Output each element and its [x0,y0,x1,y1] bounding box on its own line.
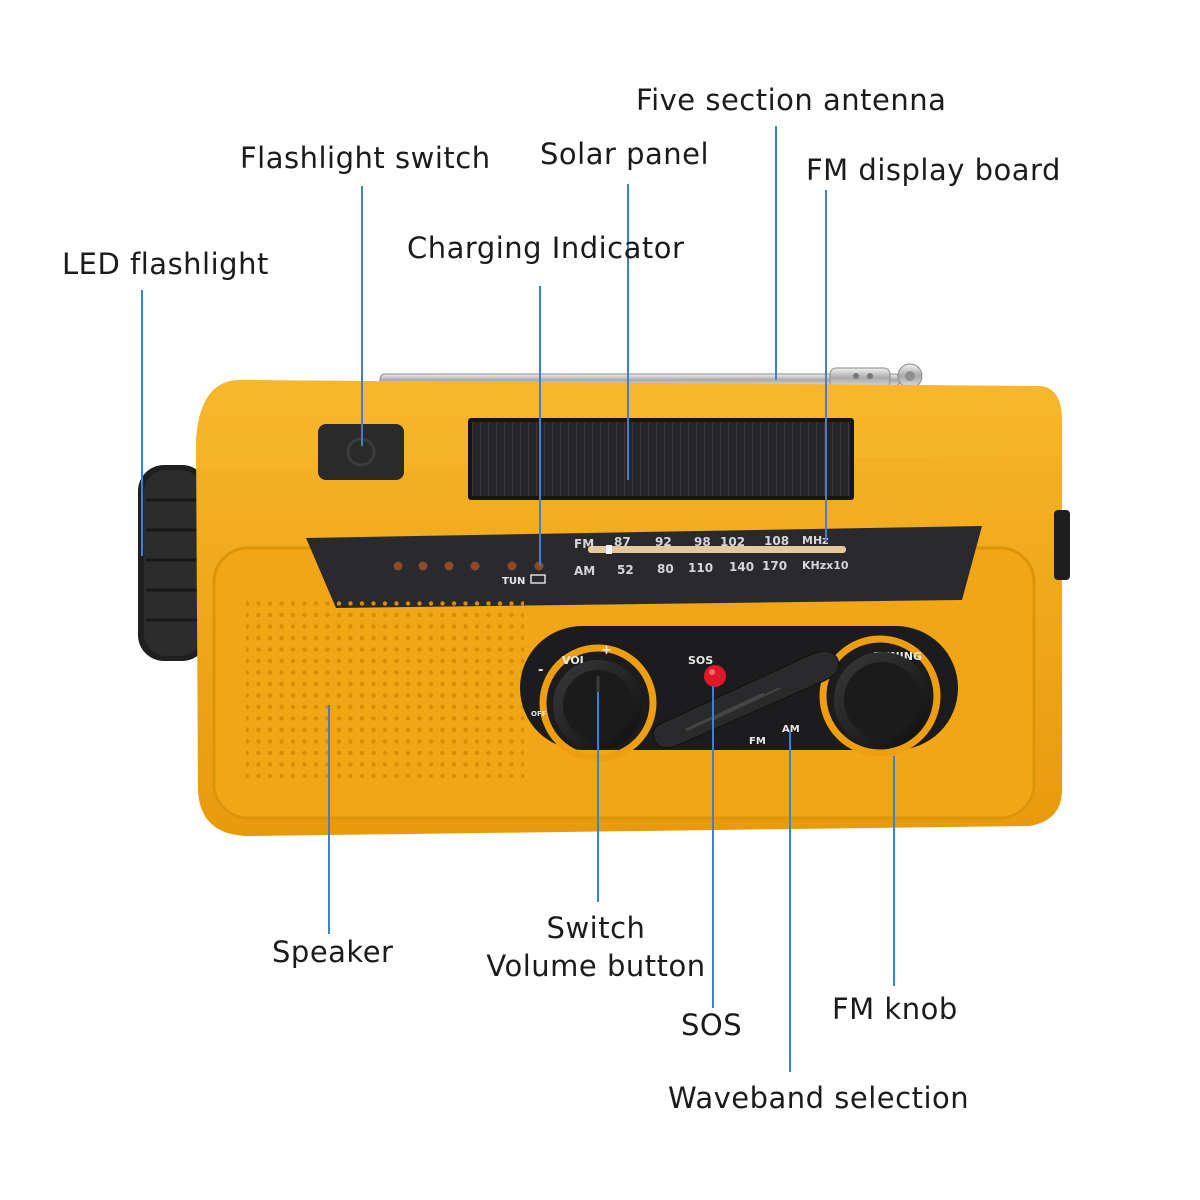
band-am-label: AM [782,724,800,735]
am-mark: 140 [729,560,754,574]
solar-panel [468,418,854,500]
fm-mark: 98 [694,535,711,549]
am-mark: 52 [617,563,634,577]
label-fm-knob: FM knob [832,992,958,1026]
tun-label: TUN [502,576,525,587]
fm-mark: 108 [764,534,789,548]
tuning-scale [588,546,846,553]
tuning-pointer [606,545,612,554]
label-led-flashlight: LED flashlight [62,247,269,281]
sos-button[interactable] [704,665,726,687]
vol-minus: - [538,663,543,678]
label-switch: Switch [546,911,646,945]
label-solar-panel: Solar panel [540,137,710,171]
fm-mark: 102 [720,535,745,549]
speaker-grill[interactable] [246,596,524,784]
label-volume-button: Volume button [486,949,706,983]
charging-indicator-leds [393,561,544,571]
battery-icon [530,574,546,584]
sos-label: SOS [688,654,713,667]
band-fm-label: FM [749,736,766,747]
waveband-switch[interactable] [652,650,840,749]
am-mark: 170 [762,559,787,573]
display-board: TUN FM 87 92 98 102 108 MHz AM 52 80 110… [306,526,982,608]
label-flashlight-switch: Flashlight switch [240,141,491,175]
label-sos: SOS [681,1008,743,1042]
label-fm-display-board: FM display board [806,153,1061,187]
label-waveband-selection: Waveband selection [668,1081,970,1115]
am-mark: 80 [657,562,674,576]
am-band-label: AM [574,564,595,578]
fm-unit: MHz [802,534,829,547]
off-label: OFF [531,710,547,718]
fm-band-label: FM [574,537,594,551]
leader-lines [141,126,895,1072]
label-speaker: Speaker [272,935,394,969]
vol-plus: + [601,643,612,658]
label-five-section-antenna: Five section antenna [636,83,947,117]
led-flashlight-head [138,465,208,661]
am-unit: KHzx10 [802,559,849,572]
tuning-knob[interactable] [834,652,930,748]
am-mark: 110 [688,561,713,575]
fm-mark: 92 [655,535,672,549]
label-charging-indicator: Charging Indicator [407,231,685,265]
fm-mark: 87 [614,535,631,549]
